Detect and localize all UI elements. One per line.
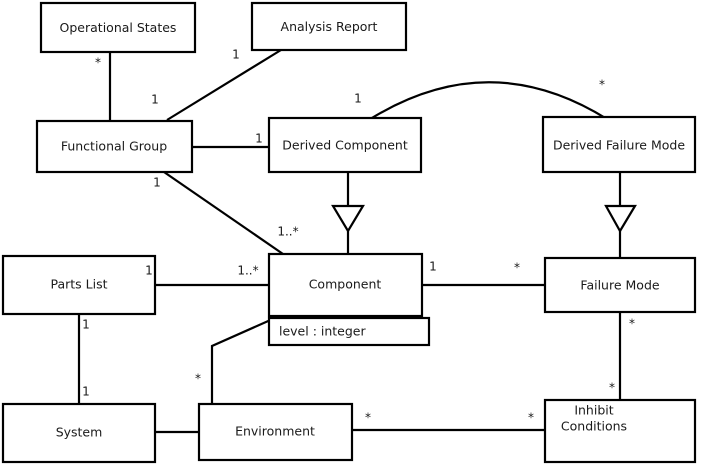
class-box-component-attributes[interactable] — [267, 316, 431, 347]
multiplicity-label: 1 — [354, 92, 362, 106]
multiplicity-label: * — [599, 78, 605, 92]
class-name-failure-mode: Failure Mode — [580, 278, 659, 293]
multiplicity-label: * — [528, 411, 534, 425]
class-box-inhibit-conditions[interactable] — [543, 398, 697, 464]
class-derived-failure-mode[interactable]: Derived Failure Mode — [541, 115, 697, 174]
class-name-environment: Environment — [235, 424, 315, 439]
class-box-system[interactable] — [1, 402, 157, 464]
class-name-component: Component — [309, 277, 382, 292]
class-box-functional-group[interactable] — [35, 119, 194, 174]
multiplicity-label: * — [195, 372, 201, 386]
class-box-environment[interactable] — [197, 402, 354, 462]
class-name-derived-failure-mode: Derived Failure Mode — [553, 138, 685, 153]
multiplicity-layer: * 1 1 1 1 * 1 1..* 1 1..* 1 * * * 1 1 * … — [82, 48, 635, 425]
class-parts-list[interactable]: Parts List — [1, 254, 157, 316]
multiplicity-label: 1 — [145, 264, 153, 278]
class-name-system: System — [56, 425, 103, 440]
multiplicity-label: 1 — [255, 132, 263, 146]
multiplicity-label: 1..* — [277, 225, 298, 239]
class-component[interactable]: Component level : integer — [267, 252, 431, 347]
class-box-derived-component[interactable] — [267, 116, 423, 174]
class-box-derived-failure-mode[interactable] — [541, 115, 697, 174]
multiplicity-label: * — [514, 261, 520, 275]
class-system[interactable]: System — [1, 402, 157, 464]
class-name-inhibit-conditions-line-1: Inhibit — [574, 403, 613, 418]
class-name-parts-list: Parts List — [50, 277, 107, 292]
multiplicity-label: 1 — [82, 318, 90, 332]
gen-triangle-derived-failure-mode-failure-mode — [604, 204, 637, 234]
multiplicity-label: 1..* — [237, 264, 258, 278]
class-name-operational-states: Operational States — [60, 20, 177, 35]
multiplicity-label: * — [95, 56, 101, 70]
multiplicity-label: * — [629, 317, 635, 331]
class-name-inhibit-conditions-line-2: Conditions — [561, 419, 627, 434]
multiplicity-label: 1 — [429, 260, 437, 274]
gen-triangle-derived-component-component — [331, 204, 365, 234]
class-box-component-name[interactable] — [267, 252, 424, 318]
multiplicity-label: * — [365, 411, 371, 425]
multiplicity-label: 1 — [82, 385, 90, 399]
class-operational-states[interactable]: Operational States — [39, 1, 197, 54]
multiplicity-label: 1 — [232, 48, 240, 62]
multiplicity-label: * — [609, 381, 615, 395]
class-attribute-component-level: level : integer — [279, 324, 366, 339]
class-name-functional-group: Functional Group — [61, 139, 167, 154]
class-box-parts-list[interactable] — [1, 254, 157, 316]
relationship-layer — [77, 49, 637, 434]
assoc-derived-component-derived-failure-mode[interactable] — [371, 81, 608, 120]
class-box-operational-states[interactable] — [39, 1, 197, 54]
assoc-analysis-report-functional-group[interactable] — [166, 49, 282, 121]
class-derived-component[interactable]: Derived Component — [267, 116, 423, 174]
class-failure-mode[interactable]: Failure Mode — [543, 256, 697, 314]
multiplicity-label: 1 — [151, 93, 159, 107]
multiplicity-label: 1 — [153, 176, 161, 190]
class-name-analysis-report: Analysis Report — [281, 19, 378, 34]
assoc-functional-group-component[interactable] — [163, 171, 284, 255]
assoc-component-environment[interactable] — [210, 316, 276, 404]
class-inhibit-conditions[interactable]: Inhibit Conditions — [543, 398, 697, 464]
class-box-analysis-report[interactable] — [250, 1, 408, 52]
class-functional-group[interactable]: Functional Group — [35, 119, 194, 174]
class-name-derived-component: Derived Component — [282, 138, 408, 153]
class-analysis-report[interactable]: Analysis Report — [250, 1, 408, 52]
class-box-failure-mode[interactable] — [543, 256, 697, 314]
class-environment[interactable]: Environment — [197, 402, 354, 462]
